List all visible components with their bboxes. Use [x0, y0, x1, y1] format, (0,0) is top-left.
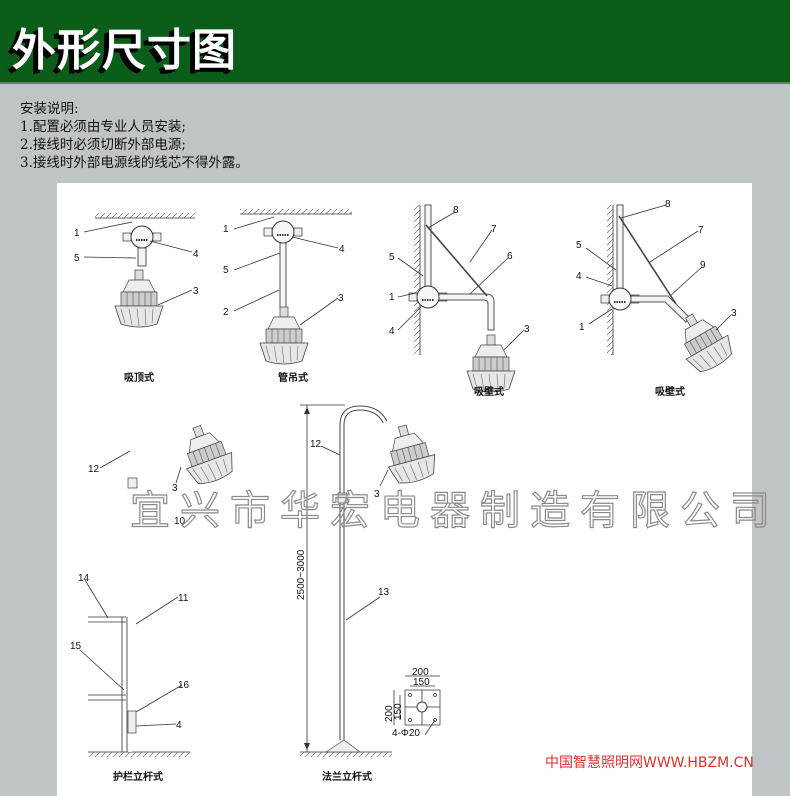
diagram-flange-pole: 2500~3000 12 3 13 法兰立杆式 200 150 200 150 …	[296, 404, 441, 783]
callout-label: 3	[338, 293, 344, 304]
callout-label: 4	[339, 244, 345, 255]
diagram-ceiling-mount: 1 5 4 3 吸顶式	[74, 213, 199, 384]
callout-label: 4	[193, 249, 199, 260]
flange-height-inner: 150	[393, 703, 404, 720]
instruction-item: 1.配置必须由专业人员安装;	[20, 119, 186, 135]
height-dimension: 2500~3000	[296, 549, 307, 600]
callout-label: 7	[491, 224, 497, 235]
callout-label: 15	[70, 641, 82, 652]
callout-label: 4	[176, 720, 182, 731]
diagram-panel	[57, 183, 752, 796]
callout-label: 3	[193, 286, 199, 297]
callout-label: 5	[576, 240, 582, 251]
header-banner: 外形尺寸图	[0, 0, 790, 84]
callout-label: 9	[700, 260, 706, 271]
diagram-caption: 护栏立杆式	[113, 770, 163, 783]
callout-label: 5	[74, 253, 80, 264]
diagram-wall-mount-a: 8 7 5 6 1 4 3 吸壁式	[389, 204, 530, 398]
diagram-caption: 吸壁式	[474, 385, 504, 398]
callout-label: 5	[223, 265, 229, 276]
flange-holes: 4-Φ20	[392, 728, 420, 739]
callout-label: 6	[507, 251, 513, 262]
company-watermark: 宜兴市华宏电器制造有限公司	[130, 488, 780, 534]
instruction-item: 2.接线时必须切断外部电源;	[20, 137, 186, 153]
instructions-heading: 安装说明:	[20, 101, 79, 117]
flange-width-inner: 150	[413, 677, 430, 688]
callout-label: 10	[174, 516, 186, 527]
callout-label: 8	[453, 205, 459, 216]
callout-label: 1	[389, 292, 395, 303]
callout-label: 5	[389, 252, 395, 263]
callout-label: 12	[310, 439, 322, 450]
diagram-caption: 管吊式	[278, 371, 308, 384]
callout-label: 11	[178, 593, 189, 604]
callout-label: 1	[223, 224, 229, 235]
callout-label: 13	[378, 587, 390, 598]
callout-label: 3	[524, 324, 530, 335]
diagram-pipe-pendant: 1 5 4 2 3 管吊式	[223, 209, 352, 384]
callout-label: 12	[88, 464, 100, 475]
callout-label: 4	[576, 271, 582, 282]
diagram-caption: 吸顶式	[124, 371, 154, 384]
footer-site-link[interactable]: 中国智慧照明网WWW.HBZM.CN	[545, 755, 754, 771]
callout-label: 1	[74, 228, 80, 239]
callout-label: 1	[579, 322, 585, 333]
callout-label: 3	[172, 483, 178, 494]
flange-plan-view: 200 150 200 150 4-Φ20	[384, 667, 441, 739]
flange-width-outer: 200	[412, 667, 429, 678]
callout-label: 8	[665, 199, 671, 210]
diagram-caption: 吸壁式	[655, 385, 685, 398]
callout-label: 7	[698, 225, 704, 236]
callout-label: 2	[223, 307, 229, 318]
diagram-wall-mount-b: 8 7 5 9 4 1 3 吸壁式	[576, 199, 739, 398]
flange-height-outer: 200	[384, 705, 395, 722]
installation-instructions: 安装说明: 1.配置必须由专业人员安装; 2.接线时必须切断外部电源; 3.接线…	[20, 100, 249, 172]
callout-label: 14	[78, 573, 90, 584]
callout-label: 16	[178, 680, 190, 691]
instruction-item: 3.接线时外部电源线的线芯不得外露。	[20, 155, 249, 171]
page-title: 外形尺寸图	[12, 25, 237, 76]
diagram-guardrail-pole: 12 3 10 14 11 15 16 4 护栏立杆式	[70, 403, 240, 783]
callout-label: 3	[731, 308, 737, 319]
callout-label: 4	[389, 326, 395, 337]
callout-label: 3	[374, 489, 380, 500]
diagram-caption: 法兰立杆式	[322, 770, 372, 783]
